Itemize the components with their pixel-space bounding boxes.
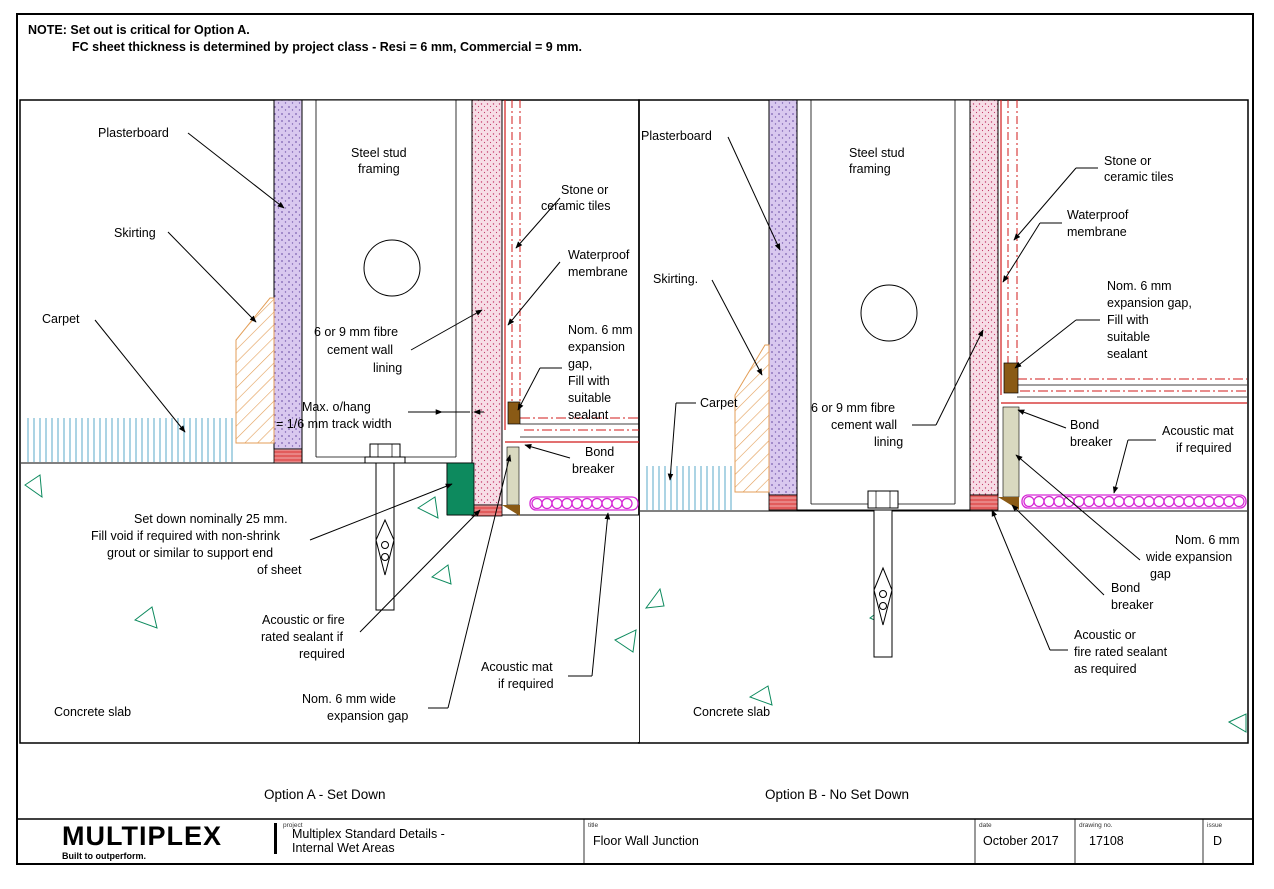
b-label-bond2-2: breaker — [1111, 598, 1153, 612]
title-block: MULTIPLEX Built to outperform. project M… — [17, 818, 1253, 864]
b-label-skirting: Skirting. — [653, 272, 698, 286]
a-label-tiles-1: Stone or — [561, 183, 608, 197]
a-label-setdown-2: Fill void if required with non-shrink — [91, 529, 281, 543]
b-label-exp-4: suitable — [1107, 330, 1150, 344]
issue-tag: issue — [1207, 822, 1223, 829]
project-line-1: Multiplex Standard Details - — [292, 827, 445, 841]
a-label-plasterboard: Plasterboard — [98, 126, 169, 140]
a-label-setdown-1: Set down nominally 25 mm. — [134, 512, 288, 526]
project-line-2: Internal Wet Areas — [292, 841, 395, 855]
b-label-wide-3: gap — [1150, 567, 1171, 581]
issue-value: D — [1213, 834, 1222, 848]
option-a-caption: Option A - Set Down — [264, 787, 386, 802]
a-label-exp-4: Fill with — [568, 374, 610, 388]
b-label-wide-2: wide expansion — [1145, 550, 1232, 564]
option-b-caption: Option B - No Set Down — [765, 787, 909, 802]
b-label-acoustic-1: Acoustic or — [1074, 628, 1136, 642]
company-logo: MULTIPLEX — [62, 821, 222, 851]
a-label-mat-1: Acoustic mat — [481, 660, 553, 674]
b-label-bond2-1: Bond — [1111, 581, 1140, 595]
company-tagline: Built to outperform. — [62, 851, 146, 861]
a-label-exp-1: Nom. 6 mm — [568, 323, 633, 337]
a-label-tiles-2: ceramic tiles — [541, 199, 610, 213]
note-line-1: NOTE: Set out is critical for Option A. — [28, 23, 250, 37]
a-label-ohang-1: Max. o/hang — [302, 400, 371, 414]
b-label-exp-1: Nom. 6 mm — [1107, 279, 1172, 293]
a-label-exp-3: gap, — [568, 357, 592, 371]
drawing-date: October 2017 — [983, 834, 1059, 848]
a-label-membrane-2: membrane — [568, 265, 628, 279]
drawing-no-tag: drawing no. — [1079, 822, 1113, 829]
a-label-bond-1: Bond — [585, 445, 614, 459]
b-label-mat-2: if required — [1176, 441, 1232, 455]
drawing-title: Floor Wall Junction — [593, 834, 699, 848]
b-label-stud-1: Steel stud — [849, 146, 905, 160]
a-label-bond-2: breaker — [572, 462, 614, 476]
b-label-fibre-1: 6 or 9 mm fibre — [811, 401, 895, 415]
b-label-mat-1: Acoustic mat — [1162, 424, 1234, 438]
a-label-fibre-2: cement wall — [327, 343, 393, 357]
title-tag: title — [588, 822, 599, 829]
a-label-fibre-1: 6 or 9 mm fibre — [314, 325, 398, 339]
a-label-ohang-2: = 1/6 mm track width — [276, 417, 392, 431]
b-label-concrete: Concrete slab — [693, 705, 770, 719]
a-label-wide-2: expansion gap — [327, 709, 408, 723]
option-b-section: Plasterboard Steel stud framing Stone or… — [640, 99, 1247, 733]
b-label-bond-1: Bond — [1070, 418, 1099, 432]
a-label-wide-1: Nom. 6 mm wide — [302, 692, 396, 706]
b-label-exp-2: expansion gap, — [1107, 296, 1192, 310]
b-label-fibre-2: cement wall — [831, 418, 897, 432]
a-label-stud-1: Steel stud — [351, 146, 407, 160]
b-label-stud-2: framing — [849, 162, 891, 176]
a-label-acoustic-2: rated sealant if — [261, 630, 344, 644]
a-label-fibre-3: lining — [373, 361, 402, 375]
a-label-membrane-1: Waterproof — [568, 248, 630, 262]
project-tag: project — [283, 822, 303, 829]
a-label-exp-5: suitable — [568, 391, 611, 405]
date-tag: date — [979, 822, 992, 829]
a-label-setdown-3: grout or similar to support end — [107, 546, 273, 560]
b-label-wide-1: Nom. 6 mm — [1175, 533, 1240, 547]
drawing-number: 17108 — [1089, 834, 1124, 848]
a-label-exp-2: expansion — [568, 340, 625, 354]
a-label-acoustic-3: required — [299, 647, 345, 661]
b-label-bond-2: breaker — [1070, 435, 1112, 449]
a-label-concrete: Concrete slab — [54, 705, 131, 719]
b-label-acoustic-3: as required — [1074, 662, 1137, 676]
b-label-membrane-2: membrane — [1067, 225, 1127, 239]
a-label-mat-2: if required — [498, 677, 554, 691]
b-label-fibre-3: lining — [874, 435, 903, 449]
a-label-stud-2: framing — [358, 162, 400, 176]
b-label-acoustic-2: fire rated sealant — [1074, 645, 1168, 659]
b-label-plasterboard: Plasterboard — [641, 129, 712, 143]
b-label-tiles-1: Stone or — [1104, 154, 1151, 168]
b-label-carpet: Carpet — [700, 396, 738, 410]
a-label-skirting: Skirting — [114, 226, 156, 240]
a-label-setdown-4: of sheet — [257, 563, 302, 577]
b-label-membrane-1: Waterproof — [1067, 208, 1129, 222]
sheet-border — [16, 13, 1254, 865]
b-label-exp-5: sealant — [1107, 347, 1148, 361]
note-line-2: FC sheet thickness is determined by proj… — [72, 40, 582, 54]
a-label-exp-6: sealant — [568, 408, 609, 422]
b-label-tiles-2: ceramic tiles — [1104, 170, 1173, 184]
b-label-exp-3: Fill with — [1107, 313, 1149, 327]
option-a-section: Plasterboard Steel stud framing Stone or… — [21, 99, 639, 742]
a-label-acoustic-1: Acoustic or fire — [262, 613, 345, 627]
a-label-carpet: Carpet — [42, 312, 80, 326]
